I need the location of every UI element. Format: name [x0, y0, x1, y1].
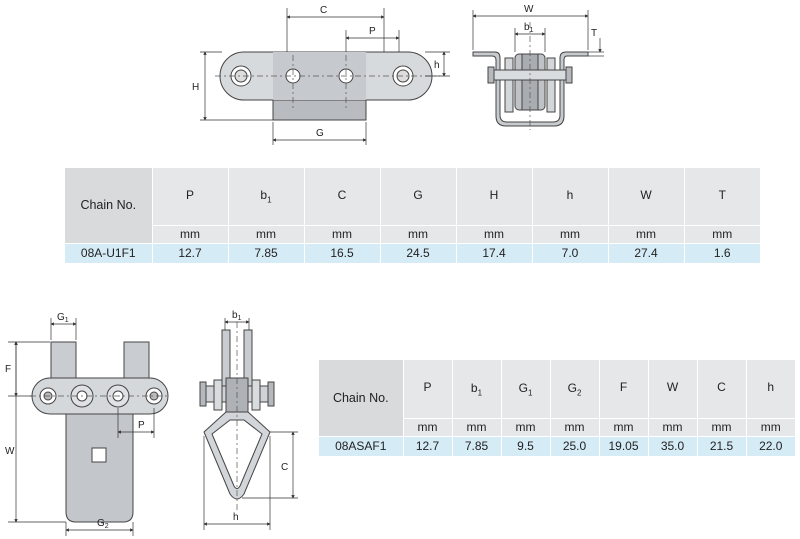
dim-label-b1: b1: [232, 310, 242, 322]
unit-cell: mm: [550, 417, 600, 436]
unit-cell: mm: [746, 417, 795, 436]
units-row: mm mm mm mm mm mm mm mm: [319, 417, 795, 436]
dim-label-g: G: [316, 128, 324, 139]
dim-label-g2: G2: [97, 518, 109, 530]
unit-cell: mm: [152, 224, 229, 243]
col-header-g1: G1: [501, 360, 551, 418]
col-header-h-lower: h: [532, 168, 609, 225]
col-header-f: F: [599, 360, 649, 418]
dim-label-g1: G1: [57, 312, 69, 324]
col-header-h: h: [746, 360, 795, 418]
value-cell: 22.0: [746, 435, 795, 456]
unit-cell: mm: [380, 224, 457, 243]
unit-cell: mm: [684, 224, 760, 243]
dim-label-h: h: [233, 512, 239, 523]
unit-cell: mm: [697, 417, 747, 436]
col-header-c: C: [304, 168, 381, 225]
unit-cell: mm: [452, 417, 502, 436]
value-cell: 7.85: [452, 435, 502, 456]
value-cell: 21.5: [697, 435, 747, 456]
unit-cell: mm: [403, 417, 453, 436]
col-header-c: C: [697, 360, 747, 418]
value-cell: 19.05: [599, 435, 649, 456]
value-cell: 17.4: [456, 242, 533, 263]
units-row: mm mm mm mm mm mm mm mm: [65, 224, 760, 243]
unit-cell: mm: [608, 224, 685, 243]
value-cell: 27.4: [608, 242, 685, 263]
dim-label-f: F: [5, 364, 11, 375]
chain-no-cell: 08ASAF1: [319, 435, 404, 456]
header-row: Chain No. P b1 C G H h W T: [65, 168, 760, 243]
value-cell: 12.7: [403, 435, 453, 456]
col-header-b1: b1: [228, 168, 305, 225]
dim-label-c: C: [281, 462, 288, 473]
col-header-b1: b1: [452, 360, 502, 418]
dim-label-h-upper: H: [192, 82, 199, 93]
value-cell: 12.7: [152, 242, 229, 263]
unit-cell: mm: [501, 417, 551, 436]
drawing-4-side-view: b1 C h: [199, 310, 298, 530]
unit-cell: mm: [532, 224, 609, 243]
dim-label-h-lower: h: [434, 60, 440, 71]
drawing-3-front-view: G1 F W P G2: [5, 312, 170, 536]
dim-label-t: T: [591, 28, 597, 39]
value-cell: 9.5: [501, 435, 551, 456]
chain-no-header: Chain No.: [65, 168, 153, 243]
dim-label-p: P: [138, 420, 145, 431]
value-cell: 1.6: [684, 242, 760, 263]
col-header-g2: G2: [550, 360, 600, 418]
col-header-h-upper: H: [456, 168, 533, 225]
unit-cell: mm: [456, 224, 533, 243]
unit-cell: mm: [648, 417, 698, 436]
col-header-p: P: [152, 168, 229, 225]
unit-cell: mm: [228, 224, 305, 243]
col-header-w: W: [648, 360, 698, 418]
dim-label-b1: b1: [524, 22, 534, 34]
header-row: Chain No. P b1 G1 G2 F W C h: [319, 360, 795, 436]
value-cell: 24.5: [380, 242, 457, 263]
value-cell: 7.0: [532, 242, 609, 263]
spec-table-08a-u1f1: Chain No. P b1 C G H h W T mm mm mm mm m…: [65, 168, 760, 263]
unit-cell: mm: [304, 224, 381, 243]
dim-label-w: W: [524, 4, 534, 15]
dim-label-c: C: [320, 5, 327, 16]
unit-cell: mm: [599, 417, 649, 436]
col-header-w: W: [608, 168, 685, 225]
value-cell: 7.85: [228, 242, 305, 263]
drawing-2-end-view: W b1 T: [472, 4, 604, 130]
drawing-1-side-view: C P H h G: [192, 5, 450, 145]
chain-no-cell: 08A-U1F1: [65, 242, 153, 263]
table-row: 08A-U1F1 12.7 7.85 16.5 24.5 17.4 7.0 27…: [65, 242, 760, 263]
chain-no-header: Chain No.: [319, 360, 404, 436]
col-header-p: P: [403, 360, 453, 418]
col-header-g: G: [380, 168, 457, 225]
value-cell: 25.0: [550, 435, 600, 456]
dim-label-w: W: [5, 446, 15, 457]
table-row: 08ASAF1 12.7 7.85 9.5 25.0 19.05 35.0 21…: [319, 435, 795, 456]
dim-label-p: P: [369, 26, 376, 37]
col-header-t: T: [684, 168, 760, 225]
spec-table-08asaf1: Chain No. P b1 G1 G2 F W C h mm mm mm mm…: [319, 360, 795, 456]
value-cell: 16.5: [304, 242, 381, 263]
value-cell: 35.0: [648, 435, 698, 456]
